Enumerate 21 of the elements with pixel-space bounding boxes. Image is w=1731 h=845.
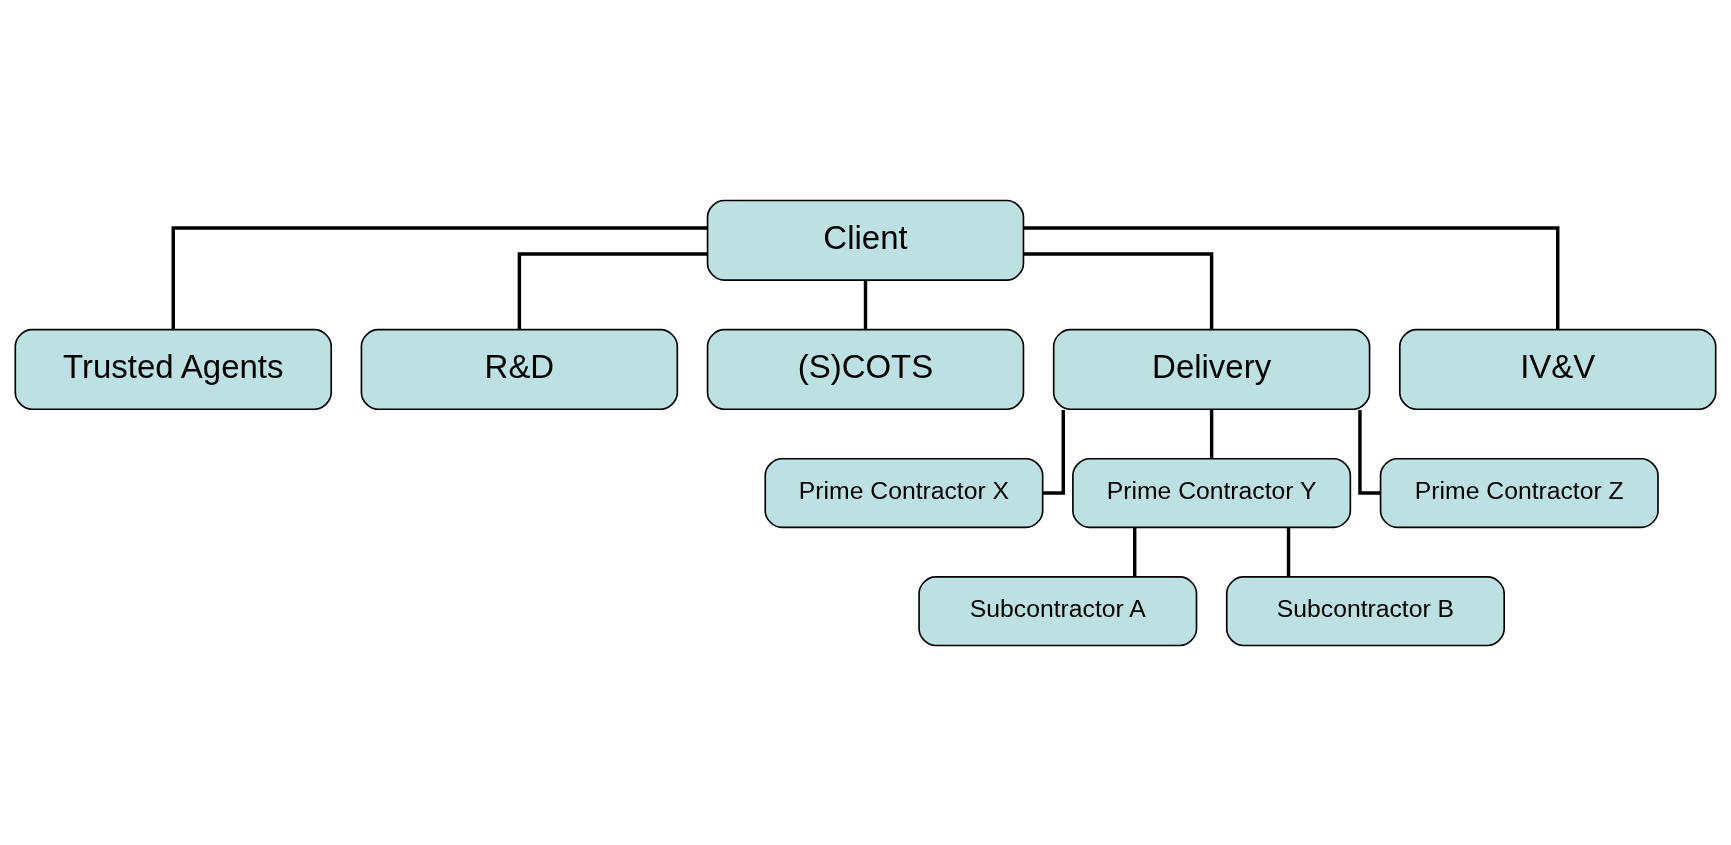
node-box: (S)COTS bbox=[706, 328, 1025, 410]
connector bbox=[1023, 251, 1214, 329]
connector bbox=[517, 251, 708, 329]
node-box: Delivery bbox=[1052, 328, 1371, 410]
connector bbox=[1209, 409, 1214, 459]
node-box: Prime Contractor X bbox=[764, 457, 1044, 528]
node-box: Trusted Agents bbox=[14, 328, 333, 410]
connector bbox=[171, 225, 708, 329]
node-box: IV&V bbox=[1398, 328, 1717, 410]
connector bbox=[1133, 527, 1137, 577]
connector bbox=[1023, 225, 1560, 329]
node-box: Subcontractor B bbox=[1225, 575, 1505, 646]
node-box: Client bbox=[706, 199, 1025, 281]
node-box: Subcontractor A bbox=[918, 575, 1198, 646]
connector bbox=[1286, 527, 1291, 577]
connector bbox=[1043, 409, 1065, 495]
connector bbox=[1358, 409, 1381, 495]
node-box: Prime Contractor Z bbox=[1379, 457, 1659, 528]
connector bbox=[863, 279, 868, 329]
node-box: Prime Contractor Y bbox=[1072, 457, 1352, 528]
node-box: R&D bbox=[360, 328, 679, 410]
